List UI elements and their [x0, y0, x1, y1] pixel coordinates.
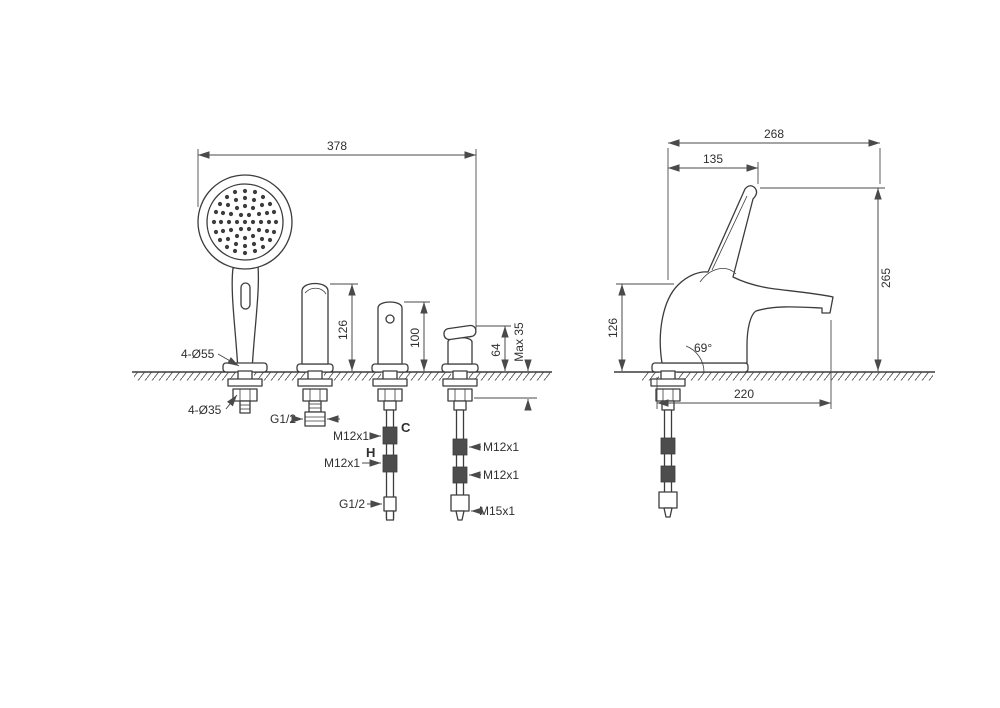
g12-hose-connector	[304, 411, 326, 427]
holder-column	[296, 282, 334, 427]
dimensions-left: 378 126 100 64 Max 35 4-Ø55 4-Ø35 G1/2 C…	[181, 139, 537, 518]
handle-body	[447, 336, 473, 365]
hand-shower	[197, 174, 293, 414]
inlet-connector	[383, 496, 397, 512]
coupler-cold	[382, 426, 398, 445]
label-m15-hose: M15x1	[479, 504, 515, 518]
label-m12-right-1: M12x1	[483, 440, 519, 454]
label-m12-cold: M12x1	[333, 429, 369, 443]
dim-overall-width: 378	[327, 139, 347, 153]
diverter-valve	[371, 301, 409, 521]
spray-nozzles	[211, 188, 279, 256]
diverter-body	[377, 301, 403, 365]
dim-body-height: 126	[606, 318, 620, 338]
coupler-m12-b	[452, 466, 468, 484]
diverter-knob	[385, 314, 395, 324]
label-cold: C	[401, 420, 411, 435]
diverter-underdeck	[372, 370, 408, 521]
faucet-body-spout	[659, 185, 834, 364]
dim-holder-height: 126	[336, 320, 350, 340]
deck-section-left	[132, 371, 552, 382]
hand-shower-handle	[231, 265, 260, 372]
hose-nut-m15	[450, 494, 470, 512]
lever-cap	[443, 324, 477, 341]
label-hole-dia-35: 4-Ø35	[188, 403, 222, 417]
label-g12-inlet: G1/2	[339, 497, 365, 511]
dim-handle-height: 64	[489, 343, 503, 357]
dim-total-height: 265	[879, 268, 893, 288]
faucet-side-profile	[650, 185, 834, 518]
dim-diverter-height: 100	[408, 328, 422, 348]
holder-underdeck	[297, 370, 333, 427]
handle-underdeck	[442, 370, 478, 521]
label-lever-angle: 69°	[694, 341, 712, 355]
dimensions-right: 268 135 265 126 69° 220	[606, 127, 893, 409]
label-m12-right-2: M12x1	[483, 468, 519, 482]
faucet-underdeck	[650, 370, 686, 518]
left-view: 378 126 100 64 Max 35 4-Ø55 4-Ø35 G1/2 C…	[132, 139, 552, 521]
label-hot: H	[366, 445, 375, 460]
dim-deck-thickness: Max 35	[512, 322, 526, 362]
lever-inner-edge	[711, 195, 748, 271]
hand-shower-head-face	[206, 183, 284, 261]
label-g12-hose: G1/2	[270, 412, 296, 426]
dim-lever-offset: 135	[703, 152, 723, 166]
label-hole-dia-55: 4-Ø55	[181, 347, 215, 361]
holder-body	[301, 282, 329, 365]
coupler-hot	[382, 454, 398, 473]
hand-shower-diverter-button	[240, 282, 251, 310]
label-m12-hot: M12x1	[324, 456, 360, 470]
right-view: 268 135 265 126 69° 220	[606, 127, 935, 518]
dim-overall-depth: 268	[764, 127, 784, 141]
coupler-m12-a	[452, 438, 468, 456]
handle-valve	[441, 324, 479, 521]
dim-spout-reach: 220	[734, 387, 754, 401]
angle-arc	[685, 345, 705, 373]
lever-boss-line	[699, 268, 737, 283]
